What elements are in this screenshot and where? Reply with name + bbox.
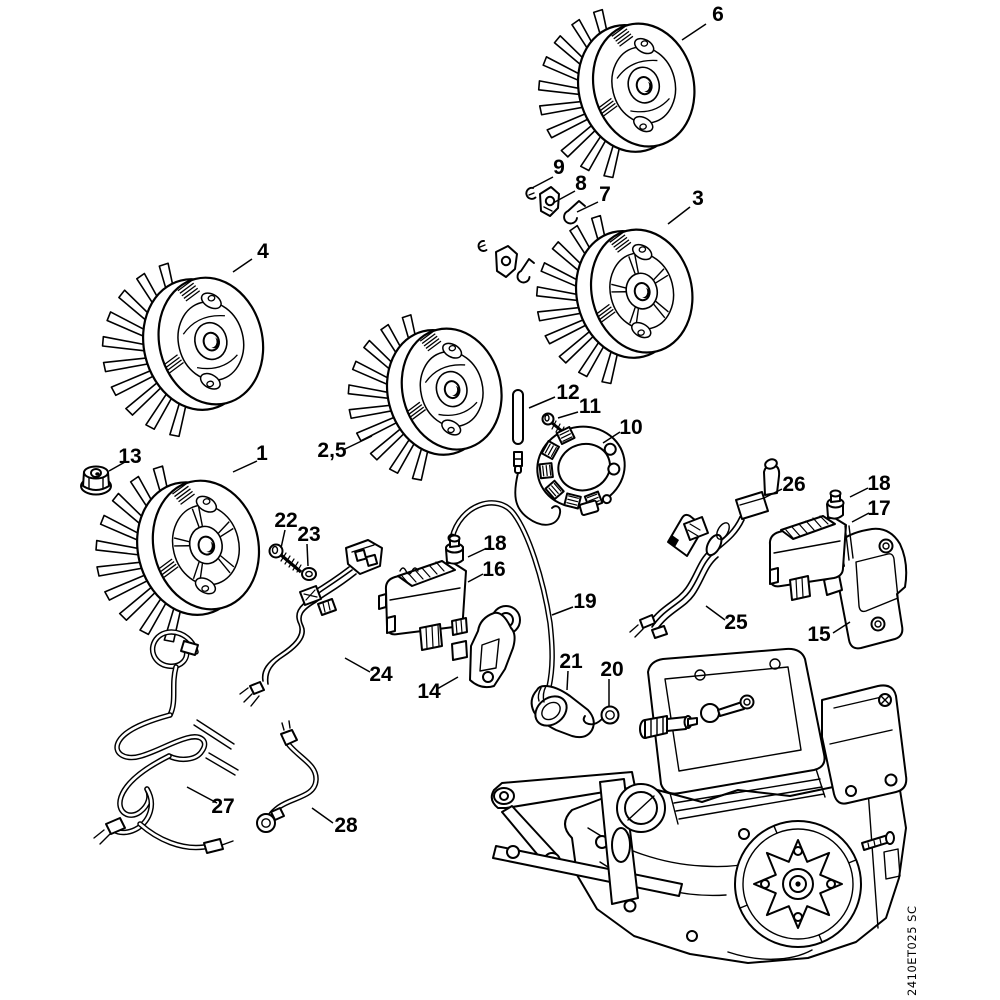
diagram-code: 2410ET025 SC [905, 906, 919, 997]
part-number-label: 1 [256, 442, 268, 465]
laminated-core [780, 515, 836, 540]
flywheels-layer [95, 8, 696, 643]
spark-plug [639, 715, 698, 739]
callout-pawl-8: 8 [552, 172, 587, 204]
starter-pawl-kit-upper [525, 186, 586, 225]
part-number-label: 18 [483, 532, 507, 555]
e-clip-icon [525, 186, 537, 200]
ground-wire [256, 720, 319, 833]
callout-ignition-module-16: 16 [467, 558, 506, 583]
part-number-label: 24 [369, 663, 393, 686]
callout-ignition-lead-19: 19 [551, 590, 597, 616]
part-number-label: 21 [559, 650, 583, 673]
ignition-module-right [768, 489, 854, 601]
part-number-label: 22 [274, 509, 297, 532]
part-number-label: 20 [600, 658, 623, 681]
part-number-label: 14 [417, 680, 441, 703]
handle-mount-arms [490, 771, 683, 905]
part-number-label: 17 [867, 497, 890, 520]
flywheel-3 [535, 214, 694, 385]
callout-pin-12: 12 [528, 381, 580, 409]
part-number-label: 13 [118, 445, 141, 468]
callout-flywheel-2-5: 2,5 [317, 435, 373, 462]
callout-terminal-18-right: 18 [849, 472, 891, 498]
part-number-label: 11 [579, 395, 602, 418]
screw-22-shape [268, 543, 303, 574]
part-number-label: 9 [553, 156, 565, 179]
callout-terminal-18-left: 18 [467, 532, 507, 558]
side-bracket [821, 684, 908, 805]
part-number-label: 27 [211, 795, 234, 818]
carrier-ring [536, 425, 626, 517]
callout-hex-nut-13: 13 [108, 445, 142, 472]
part-number-label: 18 [867, 472, 891, 495]
washer-23-shape [301, 567, 317, 581]
part-number-label: 15 [807, 623, 831, 646]
part-number-label: 28 [334, 814, 358, 837]
callout-bracket-14: 14 [417, 676, 459, 703]
part-number-label: 19 [573, 590, 596, 613]
callout-clip-9: 9 [531, 156, 565, 189]
callout-flywheel-1: 1 [232, 442, 268, 473]
callout-wiring-harness-24: 24 [344, 657, 393, 686]
part-number-label: 8 [575, 172, 587, 195]
pin-and-trigger-wire [512, 389, 562, 526]
mounting-bracket [451, 605, 521, 689]
callout-ground-wire-28: 28 [311, 807, 358, 837]
part-number-label: 16 [482, 558, 505, 581]
callout-short-circuit-wire-27: 27 [186, 786, 235, 818]
pawl-spring-icon [563, 200, 586, 225]
part-number-label: 2,5 [317, 439, 347, 462]
flywheel-4 [101, 262, 265, 438]
callout-flywheel-3: 3 [667, 187, 704, 225]
callout-wiring-harness-25: 25 [705, 605, 748, 634]
callout-screw-22: 22 [274, 509, 298, 549]
part-number-label: 3 [692, 187, 704, 210]
decompression-valve [700, 694, 755, 723]
part-number-label: 23 [297, 523, 320, 546]
wiring-harness-left [239, 539, 383, 707]
callout-screw-11: 11 [557, 395, 602, 419]
callout-washer-23: 23 [297, 523, 321, 567]
flywheel-2-5 [347, 314, 503, 481]
flywheel-1 [95, 465, 261, 643]
part-number-label: 26 [782, 473, 805, 496]
short-circuit-wire [93, 629, 239, 854]
callout-boot-spring-20: 20 [600, 658, 624, 706]
part-number-label: 7 [599, 183, 611, 206]
boot-spring [582, 705, 620, 726]
starter-pawl-kit-lower [477, 240, 535, 284]
engine-assembly [490, 647, 908, 964]
callout-ignition-module-17: 17 [851, 497, 891, 523]
callout-plug-boot-21: 21 [559, 650, 583, 691]
part-number-label: 4 [257, 240, 269, 263]
callout-cover-15: 15 [807, 621, 851, 646]
switch-shaft [735, 458, 781, 520]
part-number-label: 25 [724, 611, 748, 634]
wiring-harness-right [629, 504, 758, 639]
e-clip-icon [477, 240, 488, 252]
part-number-label: 10 [619, 416, 642, 439]
callout-switch-shaft-26: 26 [763, 473, 806, 499]
callout-carrier-ring-10: 10 [602, 416, 643, 444]
flywheel-6 [537, 8, 696, 179]
line-art-layer [80, 186, 908, 964]
part-number-label: 6 [712, 3, 724, 26]
flange-nut [80, 465, 112, 496]
ignition-module-left [378, 534, 467, 651]
clutch-flywheel [734, 820, 862, 948]
callout-flywheel-6: 6 [681, 3, 724, 41]
callout-flywheel-4: 4 [232, 240, 269, 273]
stud-bolt [861, 831, 895, 851]
spark-plug-boot [530, 685, 595, 739]
pawl-spring-icon [516, 258, 535, 284]
cylinder-shroud [647, 647, 826, 825]
callout-spring-7: 7 [576, 183, 611, 213]
part-number-label: 12 [556, 381, 579, 404]
